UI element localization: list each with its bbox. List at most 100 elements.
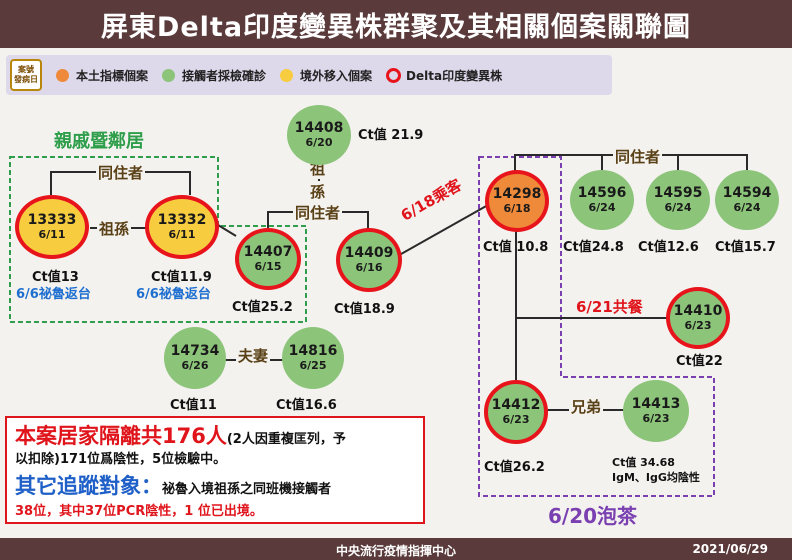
case-date: 6/23 — [642, 412, 670, 425]
case-date: 6/20 — [305, 136, 333, 149]
note-13332: 6/6祕魯返台 — [136, 287, 211, 302]
ct-13332: Ct值11.9 — [151, 270, 212, 285]
relation-couple: 夫妻 — [236, 345, 271, 366]
case-date: 6/15 — [254, 260, 282, 273]
legend-imported: 境外移入個案 — [280, 67, 372, 84]
legend-contact: 接觸者採檢確診 — [162, 67, 266, 84]
legend-contact-label: 接觸者採檢確診 — [182, 68, 267, 83]
relation-grand-left: 祖孫 — [97, 218, 132, 239]
legend-tag-line1: 案號 — [18, 65, 34, 74]
footer-org: 中央流行疫情指揮中心 — [335, 544, 456, 558]
ct-14816: Ct值16.6 — [276, 398, 337, 413]
case-date: 6/23 — [502, 413, 530, 426]
case-node-14595: 14595 6/24 — [646, 170, 710, 230]
ct-14594: Ct值15.7 — [715, 240, 776, 255]
ct-14407: Ct值25.2 — [232, 300, 293, 315]
note-13333: 6/6祕魯返台 — [16, 287, 91, 302]
tea-group-box — [478, 156, 715, 497]
orange-dot-icon — [56, 68, 69, 82]
case-id: 14410 — [673, 303, 723, 319]
case-id: 14413 — [631, 396, 681, 412]
case-date: 6/24 — [588, 201, 616, 214]
case-node-14816: 14816 6/25 — [282, 327, 344, 389]
relation-grand-vertical-2: 孫 — [308, 181, 328, 202]
case-node-14413: 14413 6/23 — [623, 380, 689, 442]
case-node-14407: 14407 6/15 — [235, 228, 301, 290]
legend-delta: Delta印度變異株 — [386, 67, 502, 84]
case-date: 6/23 — [684, 319, 712, 332]
footer: 中央流行疫情指揮中心 2021/06/29 — [0, 538, 792, 560]
info-quarantine-total: 本案居家隔離共176人 — [15, 424, 227, 448]
case-date: 6/24 — [733, 201, 761, 214]
info-dedup-note: (2人因重複匡列，予 — [226, 432, 346, 447]
relation-cohabit-mid: 同住者 — [293, 202, 343, 223]
ct-14298: Ct值 10.8 — [483, 240, 549, 255]
info-line-4: 38位，其中37位PCR陰性，1 位已出境。 — [15, 504, 263, 519]
legend: 案號 發病日 本土指標個案 接觸者採檢確診 境外移入個案 Delta印度變異株 — [6, 55, 612, 95]
case-node-14596: 14596 6/24 — [570, 170, 634, 230]
title-bar: 屏東Delta印度變異株群聚及其相關個案關聯圖 — [0, 0, 792, 48]
case-id: 13332 — [157, 212, 207, 228]
case-node-14412: 14412 6/23 — [484, 380, 548, 444]
relation-cohabit-left: 同住者 — [96, 162, 146, 183]
link-14409-14298 — [393, 204, 489, 259]
legend-local-label: 本土指標個案 — [76, 68, 149, 83]
legend-tag-line2: 發病日 — [14, 75, 38, 84]
ct-14410: Ct值22 — [676, 354, 723, 369]
case-node-14298: 14298 6/18 — [485, 170, 549, 232]
case-date: 6/26 — [181, 359, 209, 372]
ct-14734: Ct值11 — [170, 398, 217, 413]
case-id: 14596 — [577, 185, 627, 201]
case-id: 14407 — [243, 244, 293, 260]
tea-group-label: 6/20泡茶 — [548, 504, 638, 528]
case-node-13332: 13332 6/11 — [145, 195, 219, 259]
info-line-3: 其它追蹤對象：祕魯入境祖孫之同班機接觸者 — [15, 470, 331, 500]
info-flight-contacts: 祕魯入境祖孫之同班機接觸者 — [162, 482, 332, 497]
serology-14413: IgM、IgG均陰性 — [612, 471, 700, 484]
link-13332-14407 — [217, 224, 237, 237]
red-ring-icon — [386, 67, 402, 83]
ct-14595: Ct值12.6 — [638, 240, 699, 255]
case-id: 14409 — [344, 245, 394, 261]
ct-14413: Ct值 34.68 — [612, 456, 675, 469]
legend-local: 本土指標個案 — [56, 67, 148, 84]
info-line-1: 本案居家隔離共176人(2人因重複匡列，予 — [15, 420, 346, 450]
ct-13333: Ct值13 — [32, 270, 79, 285]
relation-cohabit-right: 同住者 — [613, 146, 663, 167]
case-node-14409: 14409 6/16 — [336, 228, 402, 292]
legend-case-tag: 案號 發病日 — [10, 59, 42, 91]
case-id: 14412 — [491, 397, 541, 413]
case-node-13333: 13333 6/11 — [15, 195, 89, 259]
case-date: 6/16 — [355, 261, 383, 274]
case-date: 6/25 — [299, 359, 327, 372]
info-other-tracking: 其它追蹤對象： — [15, 474, 162, 498]
case-node-14594: 14594 6/24 — [715, 170, 779, 230]
case-id: 14595 — [653, 185, 703, 201]
relatives-group-box — [9, 156, 307, 323]
footer-date: 2021/06/29 — [692, 542, 768, 556]
case-node-14734: 14734 6/26 — [164, 327, 226, 389]
case-date: 6/24 — [664, 201, 692, 214]
green-dot-icon — [162, 68, 176, 82]
yellow-dot-icon — [280, 68, 294, 82]
ct-14596: Ct值24.8 — [563, 240, 624, 255]
quarantine-info-box: 本案居家隔離共176人(2人因重複匡列，予 以扣除)171位爲陰性，5位檢驗中。… — [5, 416, 425, 524]
case-id: 14408 — [294, 120, 344, 136]
case-id: 14594 — [722, 185, 772, 201]
relatives-group-label: 親戚暨鄰居 — [54, 131, 144, 152]
case-node-14410: 14410 6/23 — [666, 287, 730, 349]
case-id: 14734 — [170, 343, 220, 359]
legend-imported-label: 境外移入個案 — [300, 68, 373, 83]
case-date: 6/18 — [503, 202, 531, 215]
ct-14408: Ct值 21.9 — [358, 128, 424, 143]
case-date: 6/11 — [38, 228, 66, 241]
legend-delta-label: Delta印度變異株 — [406, 68, 503, 83]
relation-dinner: 6/21共餐 — [576, 298, 643, 316]
case-node-14408: 14408 6/20 — [287, 105, 351, 165]
case-id: 14816 — [288, 343, 338, 359]
relation-brothers: 兄弟 — [569, 396, 604, 417]
ct-14409: Ct值18.9 — [334, 302, 395, 317]
case-date: 6/11 — [168, 228, 196, 241]
page-title: 屏東Delta印度變異株群聚及其相關個案關聯圖 — [100, 11, 692, 43]
